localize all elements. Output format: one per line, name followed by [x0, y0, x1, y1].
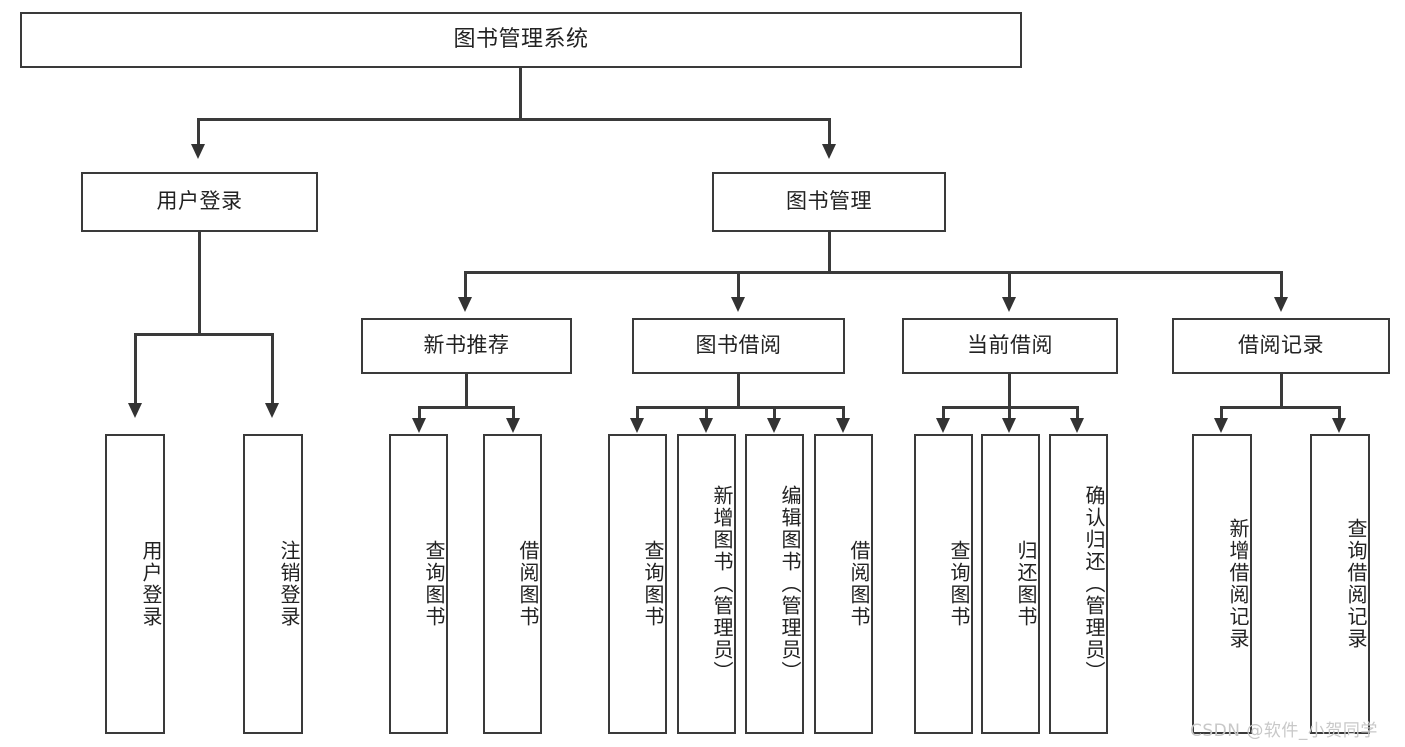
- node-root-book-management-system[interactable]: 图书管理系统: [20, 12, 1022, 68]
- node-label: 用户登录: [139, 540, 163, 628]
- arrow-to-current-borrow: [1002, 297, 1016, 312]
- arrow-nbr-leaf-1: [412, 418, 426, 433]
- arrow-to-new-book-recommend: [458, 297, 472, 312]
- arrow-to-borrow-record: [1274, 297, 1288, 312]
- connector-to-current-borrow: [1008, 271, 1011, 299]
- leaf-user-login[interactable]: 用户登录: [105, 434, 165, 734]
- connector-book-borrow-bus: [636, 406, 843, 409]
- arrow-bb-leaf-4: [836, 418, 850, 433]
- leaf-br-query-record[interactable]: 查询借阅记录: [1310, 434, 1370, 734]
- leaf-nbr-query-book[interactable]: 查询图书: [389, 434, 448, 734]
- node-label: 当前借阅: [967, 333, 1053, 358]
- connector-cb-leaf-2: [1008, 406, 1011, 420]
- leaf-br-add-record[interactable]: 新增借阅记录: [1192, 434, 1252, 734]
- node-label: 新增借阅记录: [1226, 518, 1250, 650]
- arrow-br-leaf-2: [1332, 418, 1346, 433]
- arrow-to-book-management: [822, 144, 836, 159]
- connector-to-borrow-record: [1280, 271, 1283, 299]
- node-label: 借阅图书: [847, 540, 871, 628]
- node-user-login[interactable]: 用户登录: [81, 172, 318, 232]
- node-label: 注销登录: [277, 540, 301, 628]
- leaf-bb-add-book-admin[interactable]: 新增图书（管理员）: [677, 434, 736, 734]
- connector-nbr-leaf-2: [512, 406, 515, 420]
- node-label: 借阅图书: [516, 540, 540, 628]
- node-label: 新增图书（管理员）: [710, 485, 734, 683]
- leaf-cb-query-book[interactable]: 查询图书: [914, 434, 973, 734]
- leaf-cb-confirm-return-admin[interactable]: 确认归还（管理员）: [1049, 434, 1108, 734]
- connector-level1-bus: [197, 118, 831, 121]
- leaf-logout[interactable]: 注销登录: [243, 434, 303, 734]
- arrow-cb-leaf-3: [1070, 418, 1084, 433]
- arrow-nbr-leaf-2: [506, 418, 520, 433]
- connector-book-management-stem: [828, 232, 831, 273]
- connector-bb-leaf-2: [705, 406, 708, 420]
- node-label: 编辑图书（管理员）: [778, 485, 802, 683]
- connector-user-login-leaf-2: [271, 333, 274, 405]
- connector-to-book-management: [828, 118, 831, 146]
- node-borrow-record[interactable]: 借阅记录: [1172, 318, 1390, 374]
- arrow-bb-leaf-1: [630, 418, 644, 433]
- node-label: 归还图书: [1014, 540, 1038, 628]
- connector-borrow-record-bus: [1220, 406, 1340, 409]
- connector-br-leaf-2: [1338, 406, 1341, 420]
- connector-nbr-leaf-1: [418, 406, 421, 420]
- node-label: 用户登录: [156, 189, 243, 214]
- node-label: 查询图书: [422, 540, 446, 628]
- connector-level2-bus: [464, 271, 1283, 274]
- node-book-management[interactable]: 图书管理: [712, 172, 946, 232]
- arrow-to-book-borrow: [731, 297, 745, 312]
- connector-user-login-stem: [198, 232, 201, 335]
- node-label: 图书管理系统: [453, 26, 589, 52]
- connector-to-book-borrow: [737, 271, 740, 299]
- arrow-bb-leaf-3: [767, 418, 781, 433]
- connector-root-stem: [519, 68, 522, 118]
- node-label: 查询借阅记录: [1344, 518, 1368, 650]
- connector-cb-leaf-3: [1076, 406, 1079, 420]
- node-label: 查询图书: [947, 540, 971, 628]
- connector-bb-leaf-3: [773, 406, 776, 420]
- connector-bb-leaf-4: [842, 406, 845, 420]
- node-label: 图书借阅: [695, 333, 782, 358]
- connector-user-login-leaf-1: [134, 333, 137, 405]
- arrow-user-login-leaf-1: [128, 403, 142, 418]
- node-label: 图书管理: [786, 189, 872, 214]
- arrow-to-user-login: [191, 144, 205, 159]
- connector-new-book-recommend-bus: [418, 406, 514, 409]
- node-label: 借阅记录: [1238, 333, 1324, 358]
- connector-user-login-bus: [134, 333, 273, 336]
- leaf-nbr-borrow-book[interactable]: 借阅图书: [483, 434, 542, 734]
- leaf-bb-edit-book-admin[interactable]: 编辑图书（管理员）: [745, 434, 804, 734]
- leaf-cb-return-book[interactable]: 归还图书: [981, 434, 1040, 734]
- node-current-borrow[interactable]: 当前借阅: [902, 318, 1118, 374]
- leaf-bb-query-book[interactable]: 查询图书: [608, 434, 667, 734]
- connector-new-book-recommend-stem: [465, 374, 468, 408]
- connector-current-borrow-stem: [1008, 374, 1011, 408]
- arrow-bb-leaf-2: [699, 418, 713, 433]
- node-new-book-recommend[interactable]: 新书推荐: [361, 318, 572, 374]
- connector-book-borrow-stem: [737, 374, 740, 408]
- arrow-cb-leaf-2: [1002, 418, 1016, 433]
- node-label: 新书推荐: [423, 333, 510, 358]
- arrow-br-leaf-1: [1214, 418, 1228, 433]
- leaf-bb-borrow-book[interactable]: 借阅图书: [814, 434, 873, 734]
- connector-to-new-book-recommend: [464, 271, 467, 299]
- node-book-borrow[interactable]: 图书借阅: [632, 318, 845, 374]
- connector-cb-leaf-1: [942, 406, 945, 420]
- node-label: 查询图书: [641, 540, 665, 628]
- arrow-user-login-leaf-2: [265, 403, 279, 418]
- connector-br-leaf-1: [1220, 406, 1223, 420]
- connector-borrow-record-stem: [1280, 374, 1283, 408]
- connector-to-user-login: [197, 118, 200, 146]
- arrow-cb-leaf-1: [936, 418, 950, 433]
- connector-bb-leaf-1: [636, 406, 639, 420]
- node-label: 确认归还（管理员）: [1082, 485, 1106, 683]
